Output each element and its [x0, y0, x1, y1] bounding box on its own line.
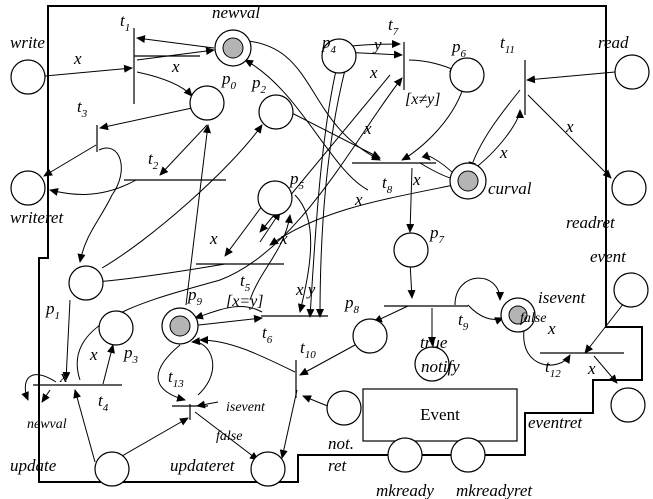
label-p8: p8 — [344, 293, 360, 316]
arc-label-x-newval-t8: x — [354, 190, 363, 209]
arc-label-x-t5a: x — [209, 229, 218, 248]
arc-label-x-p3: x — [89, 345, 98, 364]
arc-label-newval-small: newval — [27, 417, 67, 432]
label-t6: t6 — [262, 323, 273, 346]
place-isevent — [500, 297, 536, 333]
label-isevent: isevent — [538, 288, 586, 307]
arc-labels: x x y x [x≠y] x x x x x x x x y [x=y] x … — [27, 35, 596, 444]
place-p8 — [352, 318, 388, 354]
label-t8: t8 — [382, 173, 393, 196]
label-mkready: mkready — [376, 481, 434, 499]
place-notret — [326, 390, 362, 426]
module-boundary — [38, 5, 643, 483]
arc-label-x-read: x — [565, 117, 574, 136]
label-p4: p4 — [321, 33, 337, 56]
arc-label-x-newval: x — [171, 57, 180, 76]
label-mkreadyret: mkreadyret — [456, 481, 533, 499]
arc-label-x-t7: x — [369, 63, 378, 82]
arc-label-true: true — [420, 333, 448, 352]
label-write: write — [10, 33, 45, 52]
arc-label-false-t13: false — [216, 429, 242, 444]
label-notret-2: ret — [328, 456, 348, 475]
label-t11: t11 — [500, 33, 515, 56]
place-p1 — [68, 265, 104, 301]
place-write — [10, 59, 46, 95]
label-p7: p7 — [429, 223, 445, 246]
place-p7 — [393, 232, 429, 268]
label-p2: p2 — [251, 73, 267, 96]
transition-labels: t1 t2 t3 t4 t5 t6 t7 t8 t9 t10 t11 t12 t… — [77, 11, 561, 414]
arcs — [21, 35, 625, 463]
arc-label-isevent-t13: isevent — [226, 400, 266, 415]
place-mkready — [387, 437, 423, 473]
place-event — [613, 272, 649, 308]
arc-label-false-isevent: false — [520, 311, 546, 326]
transitions — [33, 28, 624, 420]
label-t9: t9 — [458, 310, 469, 333]
label-read: read — [598, 33, 629, 52]
arc-label-x-write: x — [73, 49, 82, 68]
label-t5: t5 — [240, 271, 251, 294]
arc-label-y-p4: y — [372, 35, 382, 54]
places — [10, 29, 650, 487]
place-eventret — [610, 387, 646, 423]
place-notify — [414, 346, 450, 382]
place-labels: newval write read p0 p2 p4 p6 writeret c… — [10, 3, 629, 499]
place-p5 — [257, 180, 293, 216]
label-p6: p6 — [451, 37, 467, 60]
label-t4: t4 — [98, 391, 109, 414]
arc-label-x-t8: x — [412, 170, 421, 189]
label-p1: p1 — [45, 299, 60, 322]
place-p0 — [189, 85, 225, 121]
event-box — [362, 388, 518, 442]
place-newval — [214, 29, 252, 67]
arc-label-x-t12a: x — [547, 319, 556, 338]
label-p0: p0 — [221, 69, 237, 92]
label-writeret: writeret — [10, 208, 64, 227]
place-p9 — [161, 307, 199, 345]
label-t13: t13 — [168, 367, 184, 390]
place-p3 — [98, 310, 134, 346]
label-notret-1: not. — [328, 434, 354, 453]
place-readret — [611, 170, 647, 206]
label-t12: t12 — [545, 357, 561, 380]
place-writeret — [10, 170, 46, 206]
label-t1: t1 — [120, 11, 130, 34]
label-notify: notify — [421, 357, 460, 376]
label-t10: t10 — [300, 338, 316, 361]
label-newval: newval — [212, 3, 260, 22]
arc-label-guard-eq: [x=y] — [226, 293, 263, 310]
place-read — [614, 54, 650, 90]
place-update — [94, 451, 130, 487]
label-p9: p9 — [187, 285, 203, 308]
arc-label-xy-t6: x y — [295, 280, 316, 299]
place-p6 — [449, 57, 485, 93]
place-p2 — [258, 94, 294, 130]
arc-label-x-p2: x — [363, 119, 372, 138]
label-readret: readret — [566, 213, 616, 232]
place-updateret — [250, 451, 286, 487]
label-updateret: updateret — [170, 456, 236, 475]
label-event: event — [590, 247, 627, 266]
label-update: update — [10, 456, 57, 475]
label-t3: t3 — [77, 97, 88, 120]
arc-label-x-t4: x — [59, 367, 68, 386]
place-mkreadyret — [450, 437, 486, 473]
arc-label-guard-neq: [x≠y] — [405, 91, 440, 108]
label-t7: t7 — [388, 15, 399, 38]
label-t2: t2 — [148, 149, 159, 172]
place-p4 — [321, 38, 357, 74]
label-eventret: eventret — [528, 413, 583, 432]
label-curval: curval — [488, 179, 532, 198]
arc-label-x-t5b: x — [279, 229, 288, 248]
arc-label-x-t12b: x — [587, 359, 596, 378]
arc-label-x-curval: x — [499, 143, 508, 162]
place-curval — [449, 162, 487, 200]
event-box-label: Event — [420, 405, 460, 424]
label-p5: p5 — [289, 169, 305, 192]
label-p3: p3 — [123, 343, 139, 366]
